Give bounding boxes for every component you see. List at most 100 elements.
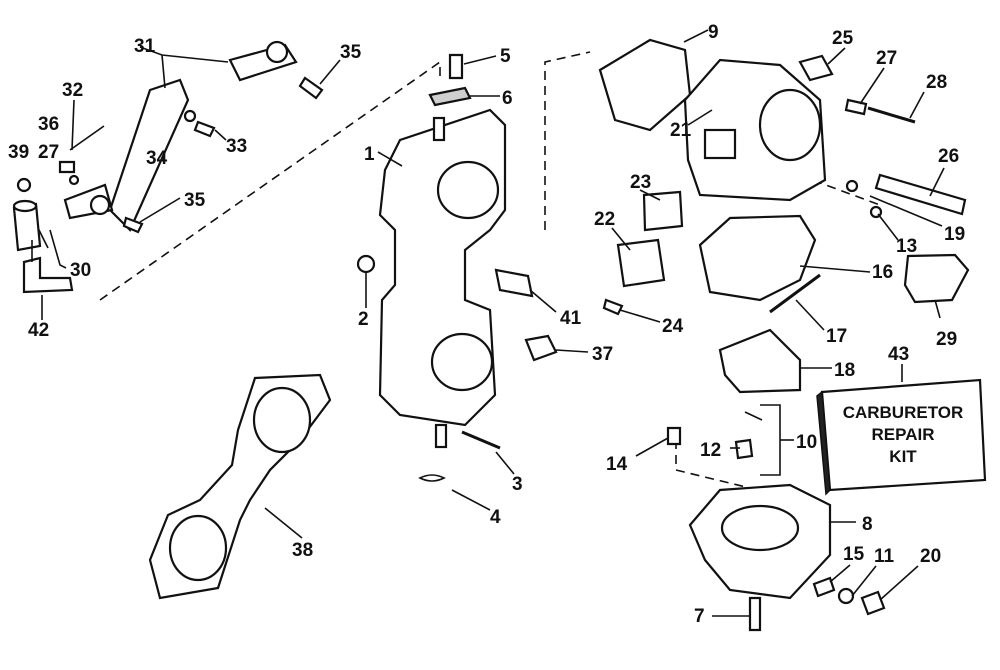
callout-39: 39 [8,142,29,163]
clip-boss [265,40,289,64]
leader-23 [639,189,661,201]
bowl-cavity [720,504,800,552]
air-horn-window [703,128,737,160]
bracket-10 [760,404,781,476]
screw-26 [874,173,967,216]
gasket-16 [698,214,817,302]
leader-33 [214,129,227,141]
callout-24: 24 [662,316,684,337]
callout-10: 10 [796,432,817,453]
leader-22 [611,227,631,251]
throttle-linkage-group [12,40,324,294]
callout-33: 33 [226,136,247,157]
lower-shaft [434,423,448,449]
callout-26: 26 [938,146,959,167]
callout-5: 5 [500,46,511,67]
callout-3: 3 [512,474,523,495]
callout-18: 18 [834,360,855,381]
callout-29: 29 [936,329,957,350]
callout-12: 12 [700,440,721,461]
callout-25: 25 [832,28,854,49]
leader-5 [463,55,497,65]
callout-21: 21 [670,120,692,141]
callout-20: 20 [920,546,941,567]
callout-22: 22 [594,209,615,230]
callout-1: 1 [364,144,375,165]
lever-pivot [89,194,111,216]
callout-23: 23 [630,172,651,193]
alignment-line-bowl [675,440,751,489]
leader-13 [877,213,899,241]
leader-41 [529,289,557,313]
clip-36 [58,160,76,174]
callout-42: 42 [28,320,49,341]
cover-22 [616,238,666,288]
kit-label-line2: REPAIR [872,425,935,444]
rod-32 [69,125,105,151]
plug-20 [860,590,886,616]
callout-37: 37 [592,344,613,365]
leader-30a [49,229,67,269]
clip-27-left [68,174,80,186]
callout-27-left: 27 [38,142,59,163]
callout-2: 2 [358,309,369,330]
leader-26 [929,167,945,197]
float-bowl-group [666,328,886,632]
leader-29 [934,299,941,319]
jet-12 [734,438,754,460]
leader-25 [827,47,846,65]
leader-14 [635,437,669,457]
gasket-lower-hole [168,514,228,582]
air-horn-throat [758,88,822,162]
screw-5 [448,53,464,80]
callout-30: 30 [70,260,91,281]
washer-11 [837,587,855,605]
leader-37 [555,349,589,353]
alignment-line-left [99,60,441,301]
screw-41 [494,268,534,298]
screw-35-top [298,76,324,100]
callout-labels: 1 2 3 4 5 6 7 8 9 10 11 12 13 14 15 16 1… [8,22,965,627]
screw-25 [798,54,834,82]
air-horn-group [598,38,970,316]
gasket-38 [148,373,332,600]
leader-9 [683,29,709,43]
callout-34: 34 [146,148,168,169]
callout-4: 4 [490,507,501,528]
screw-24 [602,298,624,316]
screw-33 [193,120,216,138]
leader-32 [71,99,75,151]
callout-17: 17 [826,326,847,347]
leader-24 [619,309,661,323]
leader-15 [829,564,851,583]
carburetor-body-group [356,53,558,482]
pin-17 [769,273,821,314]
screw-14 [666,426,682,446]
leader-35b [139,197,181,223]
gasket-9 [598,38,692,132]
leader-17 [795,299,825,331]
leader-30b [37,227,49,249]
screw-35-bottom [122,216,144,234]
callout-19: 19 [944,224,965,245]
leader-31b [161,54,166,89]
callout-35-top: 35 [340,42,362,63]
leader-27r [859,67,885,105]
needle-28 [867,106,916,124]
washer-39 [16,177,32,193]
leader-21 [687,109,713,126]
leader-lines [37,29,945,617]
callout-14: 14 [606,454,628,475]
callout-13: 13 [896,236,917,257]
callout-36: 36 [38,114,59,135]
leader-35a [319,59,341,85]
pin-3 [461,430,501,450]
leader-4 [451,489,491,511]
callout-41: 41 [560,308,582,329]
callout-28: 28 [926,72,947,93]
bracket-42 [22,256,74,294]
leader-38 [264,507,303,539]
spring-27 [844,98,868,116]
